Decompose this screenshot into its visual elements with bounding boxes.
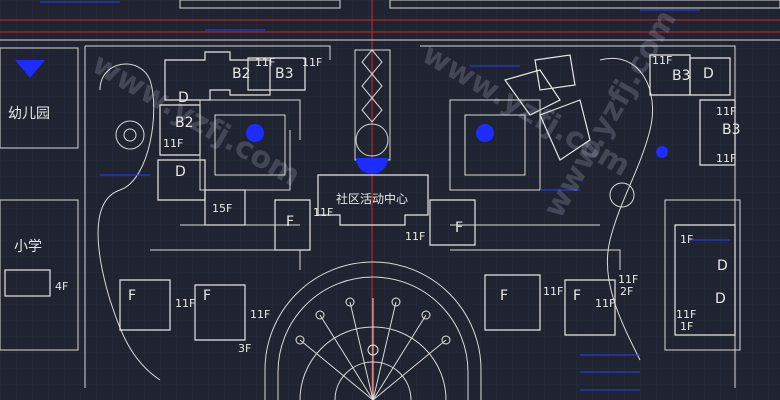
building-f-mid-right [429, 199, 476, 246]
label-11f-low1: 11F [175, 297, 195, 310]
central-fountain [356, 158, 388, 174]
building-f-r1 [484, 274, 541, 331]
label-d-right2: D [717, 258, 728, 274]
right-small-pool [656, 146, 668, 158]
central-ring [355, 123, 389, 157]
label-f-r1: F [500, 288, 508, 304]
building-d-right [689, 57, 731, 96]
building-f-low1 [119, 279, 171, 331]
right-round-plaza [609, 182, 635, 208]
label-f-r2: F [573, 288, 581, 304]
label-11f-right2: 11F [716, 105, 736, 118]
label-f-low1: F [128, 288, 136, 304]
building-b3-right2 [699, 99, 736, 166]
top-building-strip [179, 0, 341, 9]
label-11f-r3: 11F [618, 273, 638, 286]
label-11f-r1: 11F [543, 285, 563, 298]
right-lower-block [664, 199, 741, 351]
label-11f-right: 11F [652, 54, 672, 67]
label-f-mid-left: F [286, 214, 294, 230]
left-round-plaza-inner [123, 128, 137, 142]
kindergarten-block [0, 47, 79, 149]
label-1f-right: 1F [680, 233, 693, 246]
school-building [4, 269, 51, 297]
label-11f-a: 11F [255, 56, 275, 69]
label-d-left: D [178, 90, 189, 106]
top-road-strip [389, 0, 780, 9]
label-d-right: D [703, 66, 714, 82]
left-inner-loop [199, 99, 301, 191]
right-walkway [599, 58, 654, 361]
school-floors-label: 4F [55, 280, 68, 293]
plaza-radial-lines [299, 298, 447, 400]
kindergarten-pool [15, 60, 45, 78]
label-11f-b: 11F [302, 56, 322, 69]
right-pool [476, 124, 494, 142]
label-3f: 3F [238, 342, 251, 355]
label-11f-right3: 11F [716, 152, 736, 165]
building-f-mid-left [274, 199, 311, 251]
label-11f-r2: 11F [595, 297, 615, 310]
left-walkway [97, 63, 161, 381]
label-15f: 15F [212, 202, 232, 215]
label-11f-right4: 11F [676, 308, 696, 321]
label-2f: 2F [620, 285, 633, 298]
lower-inner-roads [150, 224, 621, 270]
left-pool [246, 124, 264, 142]
label-d-right3: D [715, 291, 726, 307]
community-center-building [317, 174, 429, 226]
label-b3-right: B3 [672, 68, 691, 84]
right-angled-buildings [504, 69, 591, 161]
label-b2-left: B2 [175, 115, 194, 131]
building-b3-top [247, 57, 306, 91]
label-b3-top: B3 [275, 66, 294, 82]
label-11f-mid: 11F [313, 206, 333, 219]
label-b2-top: B2 [232, 66, 251, 82]
label-11f-c: 11F [163, 137, 183, 150]
central-diamond-chain [361, 49, 383, 123]
blue-annotation-lines [40, 1, 730, 391]
left-round-plaza [115, 120, 145, 150]
plaza-arc-2 [277, 276, 469, 400]
label-11f-low2: 11F [250, 308, 270, 321]
plaza-nodes [295, 297, 451, 356]
central-axis-corridor [354, 49, 391, 161]
plaza-outer-arc [264, 261, 482, 400]
building-f-low2 [194, 284, 246, 341]
label-1f-right2: 1F [680, 320, 693, 333]
school-block [0, 199, 79, 351]
building-f-r2 [564, 279, 616, 336]
community-center-label: 社区活动中心 [336, 191, 408, 206]
label-11f-mid2: 11F [405, 230, 425, 243]
primary-school-label: 小学 [14, 239, 42, 255]
label-b3-right2: B3 [722, 122, 741, 138]
label-f-low2: F [203, 288, 211, 304]
label-f-mid-right: F [455, 220, 463, 236]
right-top-building [534, 54, 576, 91]
label-d-left2: D [175, 164, 186, 180]
kindergarten-label: 幼儿园 [8, 106, 50, 122]
building-d-right-group [674, 224, 736, 336]
site-boundary [84, 45, 736, 388]
